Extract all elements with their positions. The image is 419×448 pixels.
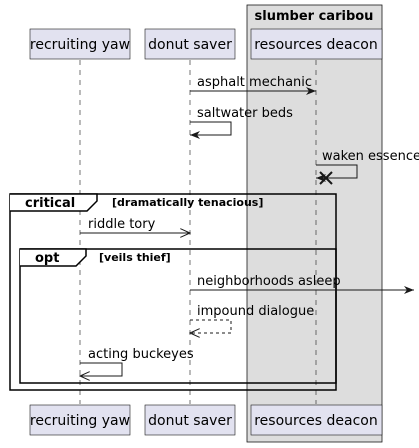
participant-resources-deacon-top[interactable]: resources deacon	[250, 28, 383, 60]
participant-donut-saver-bottom[interactable]: donut saver	[144, 404, 236, 436]
participant-recruiting-yaw-bottom[interactable]: recruiting yaw	[29, 404, 131, 436]
message-label: asphalt mechanic	[197, 75, 312, 90]
message-saltwater-beds: saltwater beds	[190, 106, 293, 139]
message-riddle-tory: riddle tory	[80, 217, 190, 233]
fragment-opt: opt [veils thief]	[19, 248, 337, 384]
destroy-icon	[319, 171, 333, 185]
message-label: waken essence	[322, 149, 419, 164]
message-neighborhoods-asleep: neighborhoods asleep	[190, 274, 414, 294]
message-label: impound dialogue	[197, 304, 314, 319]
participant-label: resources deacon	[254, 413, 378, 429]
message-label: neighborhoods asleep	[197, 274, 341, 289]
box-title: slumber caribou	[255, 9, 374, 24]
participant-label: donut saver	[148, 37, 232, 53]
participant-label: recruiting yaw	[30, 413, 130, 429]
message-waken-essence: waken essence	[316, 149, 419, 182]
fragment-keyword: critical	[25, 196, 75, 211]
message-acting-buckeyes: acting buckeyes	[80, 347, 194, 376]
participant-label: recruiting yaw	[30, 37, 130, 53]
message-impound-dialogue: impound dialogue	[190, 304, 314, 333]
fragment-keyword: opt	[35, 251, 59, 266]
fragment-condition: [dramatically tenacious]	[112, 196, 263, 209]
message-label: acting buckeyes	[88, 347, 194, 362]
participant-label: donut saver	[148, 413, 232, 429]
fragment-condition: [veils thief]	[99, 251, 171, 264]
message-asphalt-mechanic: asphalt mechanic	[190, 75, 316, 95]
message-label: saltwater beds	[197, 106, 293, 121]
participant-resources-deacon-bottom[interactable]: resources deacon	[250, 404, 383, 436]
participant-label: resources deacon	[254, 37, 378, 53]
message-label: riddle tory	[88, 217, 156, 232]
participant-donut-saver-top[interactable]: donut saver	[144, 28, 236, 60]
participant-recruiting-yaw-top[interactable]: recruiting yaw	[29, 28, 131, 60]
fragment-critical: critical [dramatically tenacious]	[9, 193, 337, 391]
participant-box-slumber-caribou: slumber caribou	[246, 4, 383, 443]
